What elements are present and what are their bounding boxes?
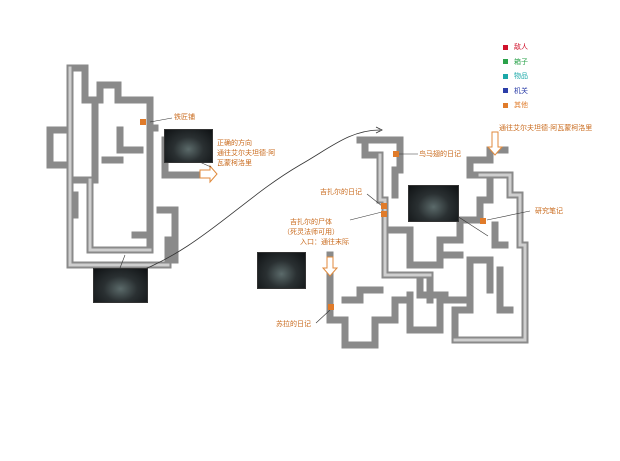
screenshot-thumbnail-1 — [164, 129, 213, 163]
legend-swatch-mechanism — [503, 88, 508, 94]
label-entrance: 入口：通往末际 — [300, 238, 349, 246]
label-sura-diary: 苏拉的日记 — [276, 320, 311, 328]
marker-iron-shop[interactable] — [140, 119, 146, 125]
label-correct-dir-2: 通往艾尔夫坦德·阿 — [217, 149, 276, 157]
marker-bird-diary[interactable] — [393, 151, 399, 157]
connector-arrowhead — [375, 126, 383, 134]
legend-swatch-other — [503, 102, 508, 108]
map-connector-curve — [129, 129, 381, 276]
screenshot-thumbnail-4 — [257, 252, 306, 289]
legend-item-chest: 箱子 — [503, 55, 583, 70]
legend-label-chest: 箱子 — [514, 57, 528, 66]
marker-gizal-diary[interactable] — [381, 203, 387, 209]
label-gizal-corpse-1: 吉扎尔的尸体 — [290, 218, 332, 226]
label-iron-shop: 铁匠铺 — [174, 113, 195, 121]
legend-item-enemy: 敌人 — [503, 40, 583, 55]
label-gizal-corpse-2: （死灵法师可用） — [283, 228, 339, 236]
legend-item-item: 物品 — [503, 69, 583, 84]
legend-label-mechanism: 机关 — [514, 86, 528, 95]
legend-label-item: 物品 — [514, 72, 528, 81]
legend-swatch-enemy — [503, 44, 508, 50]
legend-label-enemy: 敌人 — [514, 43, 528, 52]
legend-item-other: 其他 — [503, 98, 583, 113]
marker-gizal-corpse[interactable] — [381, 211, 387, 217]
right-map-paths — [326, 136, 529, 349]
legend-swatch-chest — [503, 59, 508, 65]
label-bird-diary: 鸟马翅的日记 — [419, 150, 461, 158]
left-map-paths — [46, 64, 204, 269]
arrow-down-icon — [321, 256, 339, 277]
legend-item-mechanism: 机关 — [503, 84, 583, 99]
legend-label-other: 其他 — [514, 101, 528, 110]
map-legend: 敌人 箱子 物品 机关 其他 — [503, 40, 583, 113]
label-gizal-diary: 吉扎尔的日记 — [320, 188, 362, 196]
arrow-down-icon-right — [486, 131, 504, 156]
label-top-right: 通往艾尔夫坦德·阿瓦蒙柯洛里 — [499, 124, 593, 132]
screenshot-thumbnail-2 — [93, 268, 148, 303]
label-correct-dir-1: 正确的方向 — [217, 139, 252, 147]
marker-sura-diary[interactable] — [328, 304, 334, 310]
screenshot-thumbnail-3 — [408, 185, 459, 222]
marker-research-notes[interactable] — [480, 218, 486, 224]
legend-swatch-item — [503, 73, 508, 79]
label-research-notes: 研究笔记 — [535, 207, 563, 215]
label-correct-dir-3: 瓦蒙柯洛里 — [217, 159, 252, 167]
arrow-right-icon — [199, 164, 218, 184]
